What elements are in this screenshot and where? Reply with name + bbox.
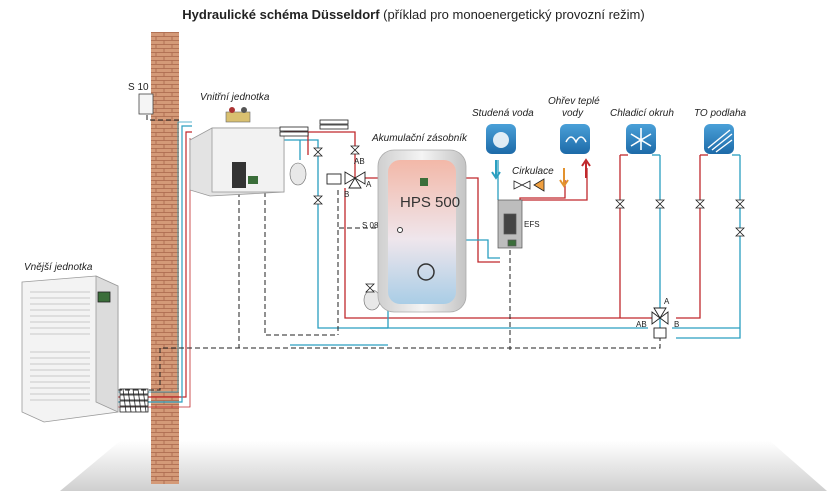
label-valve-right-b: B (674, 320, 680, 329)
label-outdoor-unit: Vnější jednotka (24, 262, 93, 273)
label-efs: EFS (524, 220, 540, 229)
floor-shadow (60, 441, 827, 491)
label-valve-right-ab: AB (636, 320, 647, 329)
efs-module (497, 199, 523, 249)
label-floor-heating: TO podlaha (694, 108, 747, 119)
outdoor-unit (21, 275, 119, 423)
label-valve-left-a: A (366, 180, 372, 189)
title-bold: Hydraulické schéma Düsseldorf (182, 7, 380, 22)
label-sensor-s08: S 08 (362, 221, 379, 230)
label-hot-water-2: vody (562, 108, 584, 119)
outdoor-pipes (117, 121, 192, 408)
title-normal: (příklad pro monoenergetický provozní re… (383, 7, 645, 22)
label-cold-water: Studená voda (472, 108, 534, 119)
label-circulation: Cirkulace (512, 166, 554, 177)
label-sensor-s10: S 10 (128, 82, 149, 93)
label-tank-model: HPS 500 (400, 194, 461, 211)
cold-water-arrow (491, 160, 501, 180)
label-valve-left-ab: AB (354, 157, 365, 166)
diagram-title: Hydraulické schéma Düsseldorf (příklad p… (0, 7, 827, 22)
three-way-valve-left (326, 171, 366, 189)
cooling-circuit-icon (626, 124, 656, 154)
label-indoor-unit: Vnitřní jednotka (200, 92, 270, 103)
hot-water-arrow (581, 158, 591, 178)
three-way-valve-right (651, 307, 669, 339)
top-sleeves (279, 119, 349, 137)
floor-heating-icon (704, 124, 734, 154)
label-hot-water-1: Ohřev teplé (548, 96, 600, 107)
label-storage-tank: Akumulační zásobník (372, 133, 468, 144)
shutoff-valves (313, 145, 745, 293)
brick-wall (151, 32, 179, 484)
hot-water-icon (560, 124, 590, 154)
storage-tank (377, 149, 467, 313)
indoor-unit-body (189, 107, 285, 197)
label-valve-left-b: B (344, 190, 350, 199)
cold-water-icon (486, 124, 516, 154)
circulation-fittings (513, 178, 545, 192)
sensor-s10-box (138, 93, 154, 115)
pipe-sleeves (119, 388, 149, 413)
label-cooling-circuit: Chladicí okruh (610, 108, 674, 119)
label-valve-right-a: A (664, 297, 670, 306)
dhw-orange-arrow (559, 168, 569, 188)
